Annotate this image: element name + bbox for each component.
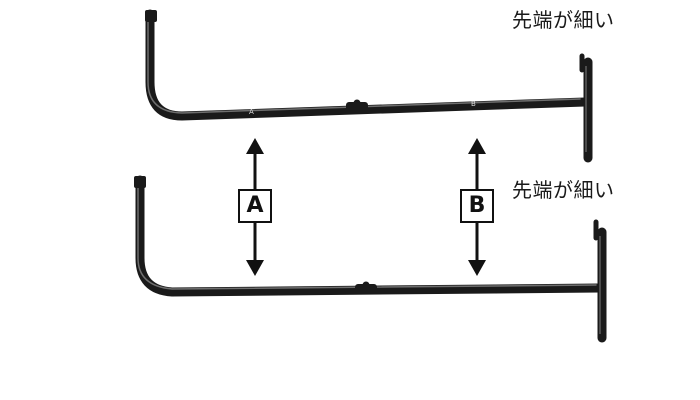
top-frame-rivet [353, 99, 361, 107]
top-frame-body [145, 9, 590, 121]
engraving-a: A [249, 108, 254, 116]
label-b: B [460, 189, 494, 223]
engraving-b: B [471, 100, 476, 108]
callout-bottom: 先端が細い [512, 178, 615, 202]
callout-top: 先端が細い [512, 8, 615, 32]
top-frame-bar [145, 9, 593, 163]
label-a: A [238, 189, 272, 223]
bottom-frame-bar [134, 175, 607, 343]
bottom-frame-highlight [137, 185, 597, 290]
bottom-frame-end-cap [134, 176, 146, 188]
bottom-frame-rivet [362, 281, 370, 289]
top-frame-highlight [147, 19, 581, 114]
top-frame-end-cap [145, 10, 157, 22]
bottom-frame-body [135, 175, 605, 297]
